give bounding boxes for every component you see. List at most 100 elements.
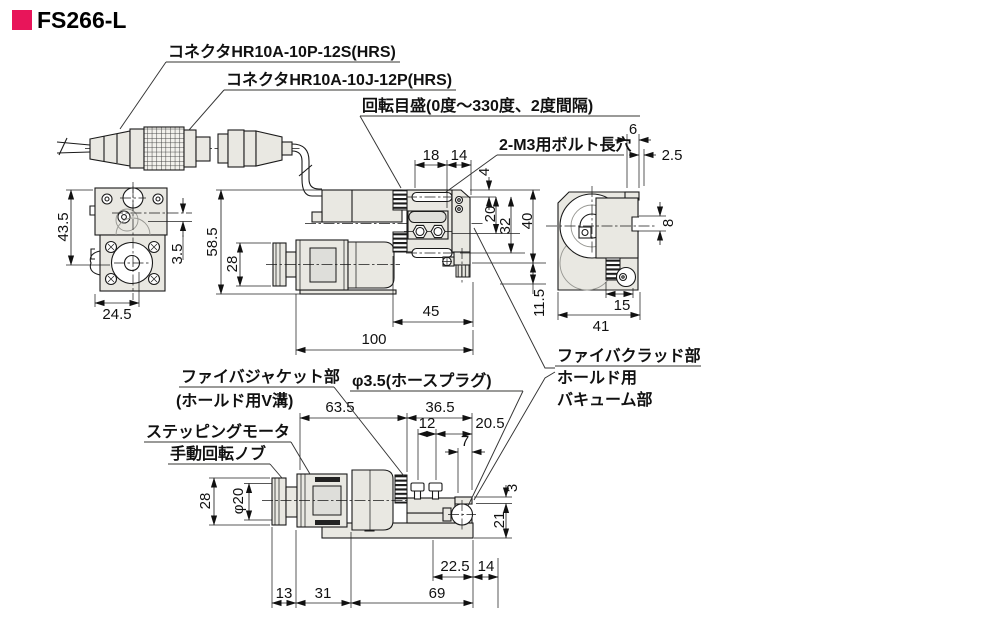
title-block: FS266-L: [12, 7, 126, 33]
clamp-bolt-cap: [428, 482, 443, 492]
cable-assembly: [56, 126, 322, 197]
wire-lines: [56, 141, 91, 154]
dim-bottom-20-5: 20.5: [435, 415, 505, 438]
vacuum-port-icon: [454, 204, 464, 214]
callout-text: ファイバジャケット部: [181, 367, 340, 386]
dim-text: 32: [497, 218, 514, 235]
screw-inner: [121, 214, 127, 220]
dim-bottom-12: 12: [417, 415, 437, 480]
callout-text: ステッピングモータ: [146, 422, 290, 441]
vacuum-port-inner: [457, 207, 461, 211]
dim-text: 3.5: [169, 244, 186, 265]
side-notch-fill: [632, 217, 639, 231]
front-view: [89, 182, 192, 300]
dim-bottom-63-5: 63.5: [299, 399, 408, 472]
dim-text: 12: [419, 415, 436, 432]
connector2-taper: [255, 130, 283, 167]
dim-front-3-5: 3.5: [169, 198, 187, 265]
dim-top-45: 45: [392, 256, 474, 327]
dim-front-24-5: 24.5: [94, 272, 140, 323]
callout-text: ホールド用: [557, 369, 637, 387]
page-title: FS266-L: [37, 7, 126, 33]
side-view: [546, 186, 656, 291]
dim-top-40: 40: [472, 189, 546, 264]
ext-lines: [236, 242, 271, 287]
callout-text: φ3.5(ホースプラグ): [352, 371, 492, 390]
leader-line: [269, 463, 283, 479]
dim-side-8: 8: [639, 202, 677, 245]
leader-line: [333, 386, 405, 477]
dim-text: 22.5: [440, 558, 469, 575]
dim-text: 69: [429, 585, 446, 602]
dim-text: 31: [315, 585, 332, 602]
dim-bottom-7: 7: [445, 433, 485, 493]
screw-inner: [155, 196, 161, 202]
side-bolt-circle: [581, 228, 589, 237]
gear-block-top: [347, 241, 395, 289]
dim-text: 6: [629, 121, 637, 138]
dim-top-18-14: 18 14: [414, 147, 472, 208]
motor-flange-lines: [299, 240, 345, 290]
side-notch: [631, 216, 639, 232]
dim-text: 24.5: [102, 306, 131, 323]
cable-bend-outer: [291, 143, 322, 190]
knob-shaft-bottom: [285, 486, 298, 518]
dim-text: 3: [504, 484, 521, 492]
dim-top-11-5: 11.5: [500, 262, 548, 317]
dim-text: 41: [593, 318, 610, 335]
title-accent-square: [12, 10, 32, 30]
callout-text: 手動回転ノブ: [170, 444, 266, 463]
dim-text: 21: [491, 512, 508, 529]
connector2-body: [243, 130, 257, 167]
callout-text: ファイバクラッド部: [557, 346, 701, 365]
callout-text: バキューム部: [557, 390, 653, 409]
dim-text: 14: [451, 147, 468, 164]
callout-text: コネクタHR10A-10J-12P(HRS): [226, 71, 452, 89]
connector1-cap: [183, 129, 197, 168]
callout-text: コネクタHR10A-10P-12S(HRS): [168, 43, 396, 61]
dim-text: 7: [461, 433, 469, 450]
connector2-barrel: [217, 133, 229, 164]
leader-line: [445, 154, 498, 193]
leader-line: [290, 441, 311, 475]
dim-text: 20: [482, 206, 499, 223]
leader-line: [188, 89, 225, 131]
dim-text: 45: [423, 303, 440, 320]
dim-text: 18: [423, 147, 440, 164]
hose-plug-top: [455, 264, 471, 278]
callout-fiber-clad: ファイバクラッド部 ホールド用 バキューム部: [473, 227, 701, 501]
dim-text: 8: [660, 219, 677, 227]
leader-line: [467, 390, 524, 507]
callout-text: 2-M3用ボルト長穴: [499, 135, 631, 154]
front-left-notches: [89, 205, 95, 260]
dim-text: 11.5: [531, 289, 548, 317]
dim-front-43-5: 43.5: [55, 189, 110, 266]
side-plug-inner: [618, 272, 628, 282]
connector1-body: [89, 130, 131, 167]
dim-bottom-13-31-69: 13 31 69: [271, 527, 474, 608]
vacuum-port-inner: [457, 198, 461, 202]
screw-icon: [117, 210, 131, 224]
dim-text: 20.5: [475, 415, 504, 432]
ext-lines: [209, 477, 270, 526]
connector2-ring: [227, 129, 245, 168]
front-clamp-bump: [89, 250, 101, 276]
top-head-block: [321, 189, 403, 223]
cable-break-mark: [298, 164, 313, 177]
front-arc-detail: [115, 217, 151, 236]
connector1-ribs: [103, 134, 118, 163]
graduation-ring-upper: [392, 189, 408, 211]
dim-text: 28: [224, 256, 241, 273]
dim-side-15: 15: [605, 282, 634, 314]
dim-text: 58.5: [204, 227, 221, 256]
ext-lines: [417, 429, 437, 480]
ext-lines: [460, 189, 540, 198]
callout-fiber-jacket: ファイバジャケット部 (ホールド用V溝): [176, 367, 405, 477]
side-bolt-block: [578, 226, 592, 239]
hex-bolt-circle: [415, 226, 425, 237]
connector2-tail: [281, 141, 293, 156]
screw-inner: [104, 196, 110, 202]
connector1-ring: [129, 128, 145, 169]
